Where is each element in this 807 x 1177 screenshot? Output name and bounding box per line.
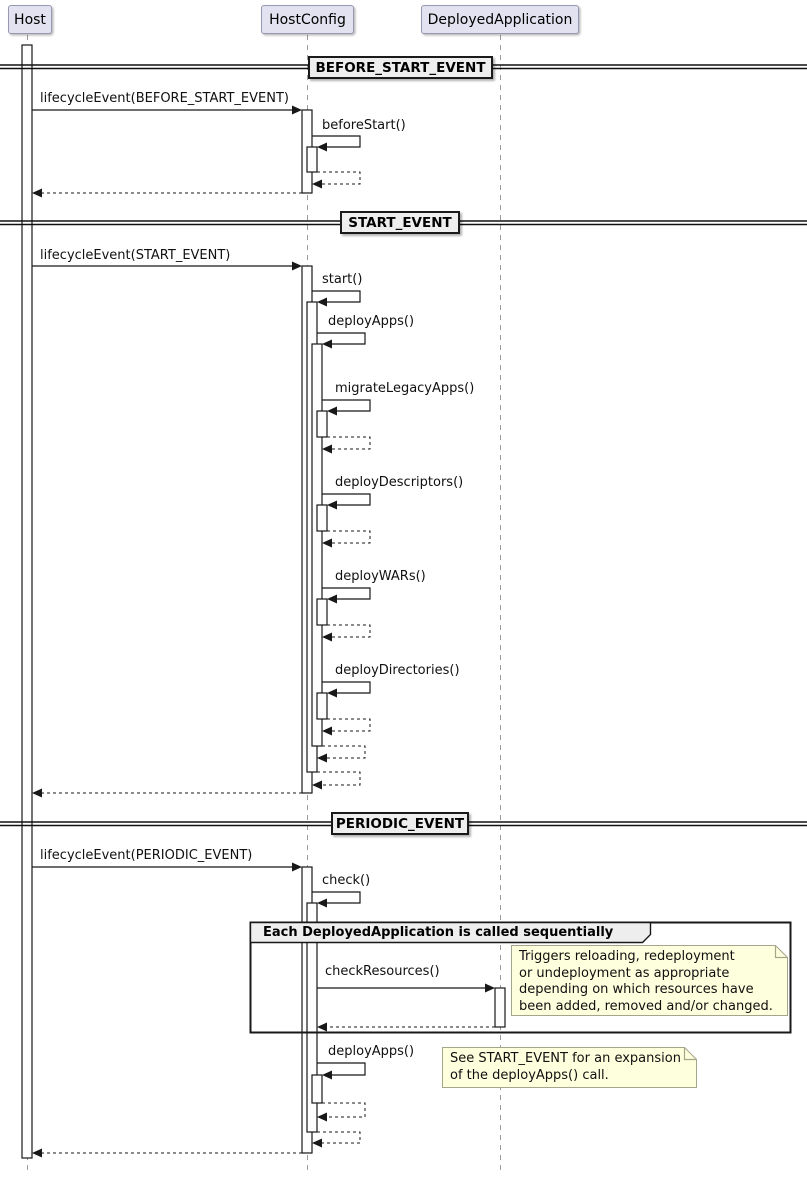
note-text-check-resources: Triggers reloading, redeployment or unde…: [519, 949, 773, 1014]
self-call-line: [312, 135, 361, 148]
arrowhead-icon: [32, 188, 42, 198]
self-return-line: [327, 530, 371, 544]
message-label-deploywars: deployWARs(): [335, 569, 426, 584]
activation-beforestart: [306, 146, 318, 173]
self-call-line: [322, 587, 371, 600]
self-return-line: [327, 436, 371, 450]
self-return-line: [317, 171, 361, 185]
note-text-deploy-apps: See START_EVENT for an expansion of the …: [450, 1051, 681, 1083]
activation-deploywars: [316, 598, 328, 626]
group-label: Each DeployedApplication is called seque…: [263, 925, 614, 940]
arrowhead-icon: [322, 726, 332, 736]
arrowhead-icon: [485, 983, 495, 993]
message-label-deploydirectories: deployDirectories(): [335, 663, 460, 678]
self-call-line: [322, 399, 371, 412]
arrowhead-icon: [312, 780, 322, 790]
arrowhead-icon: [317, 1112, 327, 1122]
activation-check: [306, 902, 318, 1133]
self-return-line: [317, 771, 361, 786]
divider-start-event: START_EVENT: [340, 211, 460, 234]
arrowhead-icon: [327, 406, 337, 416]
self-return-line: [317, 1131, 361, 1144]
group-header-shape: [249, 921, 652, 944]
note-deploy-apps: [442, 1047, 697, 1088]
arrowhead-icon: [317, 898, 327, 908]
self-call-line: [312, 290, 361, 303]
self-return-line: [322, 745, 366, 759]
note-fold-icon: [683, 1047, 697, 1061]
arrowhead-icon: [292, 862, 302, 872]
activation-deployapps-periodic: [311, 1074, 323, 1104]
activation-deploydirectories: [316, 692, 328, 720]
arrowhead-icon: [32, 1148, 42, 1158]
arrowhead-icon: [322, 339, 332, 349]
arrowhead-icon: [312, 1138, 322, 1148]
activation-migratelegacyapps: [316, 410, 328, 438]
arrowhead-icon: [292, 261, 302, 271]
self-return-line: [322, 1102, 366, 1118]
arrowhead-icon: [327, 688, 337, 698]
arrowhead-icon: [327, 500, 337, 510]
self-return-line: [327, 718, 371, 732]
message-label-start: start(): [322, 272, 363, 287]
note-check-resources: [511, 945, 788, 1016]
message-label-migratelegacyapps: migrateLegacyApps(): [335, 381, 475, 396]
divider-before-start-event: BEFORE_START_EVENT: [308, 56, 493, 79]
participant-hostconfig: HostConfig: [261, 5, 354, 34]
message-label-lifecycle-start: lifecycleEvent(START_EVENT): [40, 248, 231, 263]
activation-deployapps: [311, 343, 323, 747]
activation-host: [21, 44, 33, 1159]
arrowhead-icon: [317, 297, 327, 307]
message-label-checkresources: checkResources(): [325, 964, 440, 979]
participant-host: Host: [8, 5, 52, 34]
message-label-beforestart: beforeStart(): [322, 118, 406, 133]
arrowhead-icon: [312, 179, 322, 189]
divider-periodic-event: PERIODIC_EVENT: [331, 812, 469, 835]
arrowhead-icon: [317, 1022, 327, 1032]
arrowhead-icon: [32, 788, 42, 798]
arrowhead-icon: [317, 142, 327, 152]
message-label-lifecycle-before-start: lifecycleEvent(BEFORE_START_EVENT): [40, 91, 289, 106]
self-call-line: [322, 681, 371, 694]
arrowhead-icon: [292, 105, 302, 115]
message-label-deployapps-periodic: deployApps(): [328, 1044, 415, 1059]
message-label-deploydescriptors: deployDescriptors(): [335, 475, 464, 490]
activation-deployedapplication: [494, 987, 506, 1028]
message-label-lifecycle-periodic: lifecycleEvent(PERIODIC_EVENT): [40, 848, 253, 863]
arrowhead-icon: [322, 1070, 332, 1080]
arrowhead-icon: [322, 444, 332, 454]
self-call-line: [312, 891, 361, 904]
activation-deploydescriptors: [316, 504, 328, 532]
self-call-line: [317, 1062, 366, 1076]
note-fold-icon: [774, 945, 788, 959]
message-label-deployapps: deployApps(): [328, 314, 415, 329]
message-label-check: check(): [322, 873, 371, 888]
arrowhead-icon: [317, 753, 327, 763]
arrowhead-icon: [322, 632, 332, 642]
participant-deployedapplication: DeployedApplication: [421, 5, 579, 34]
arrowhead-icon: [322, 538, 332, 548]
self-call-line: [322, 493, 371, 506]
arrowhead-icon: [327, 594, 337, 604]
self-call-line: [317, 332, 366, 345]
self-return-line: [327, 624, 371, 638]
